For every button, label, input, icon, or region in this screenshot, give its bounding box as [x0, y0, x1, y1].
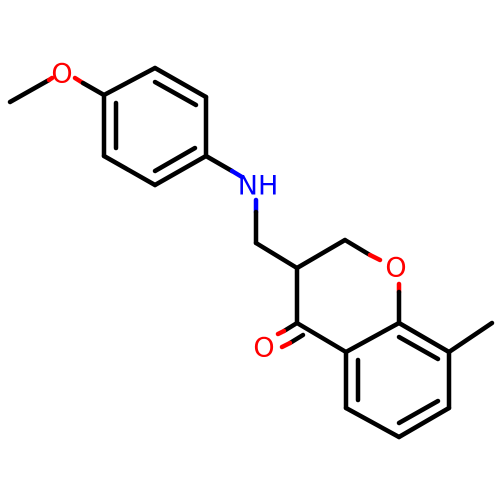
ring-a-bond-5: [101, 153, 158, 188]
ring-a-bond-1: [101, 65, 158, 98]
bond-c2-o1: [342, 237, 373, 258]
ring-a-bond-2: [152, 65, 209, 100]
bond-c4-o-1: [281, 320, 300, 334]
bond-methyl-o: [7, 77, 52, 105]
bond-c4-c4a: [294, 320, 349, 355]
ring-b-bond-4: [396, 405, 452, 440]
chromanone-ring: [275, 237, 402, 355]
bond-ch2-c3: [253, 240, 300, 271]
bond-c4-o-red-2: [279, 340, 293, 350]
ring-b-bond-2: [396, 320, 452, 355]
bond-c3-c2: [294, 237, 348, 271]
methoxy-oxygen-label: O: [51, 59, 72, 90]
amine-linker: [203, 153, 300, 271]
bond-ring-n-blue: [229, 168, 245, 180]
bond-c4-o-red-1: [275, 328, 287, 337]
bond-methyl-o-red: [46, 75, 55, 83]
bond-methyl-c8: [446, 320, 495, 355]
bond-ring-n: [203, 153, 235, 174]
amine-nh-label: NH: [238, 171, 279, 202]
carbonyl-oxygen-label: O: [253, 333, 274, 364]
ring-b-bond-5: [343, 405, 402, 440]
ring-a-double-1: [152, 79, 199, 108]
ring-a-bond-4: [152, 153, 209, 188]
ring-a-double-2: [152, 145, 198, 174]
fused-benzene-ring: [343, 320, 495, 440]
bond-c4-o-2: [287, 332, 306, 346]
methoxy-group: [7, 75, 107, 105]
bond-o-ring: [80, 80, 107, 98]
ring-b-bond-1: [343, 320, 402, 355]
bond-c2-o1-red: [367, 252, 383, 263]
methoxyphenyl-ring: [101, 65, 209, 188]
ring-b-double-2: [396, 398, 441, 426]
ring-b-double-1: [396, 334, 441, 362]
ring-oxygen-label: O: [385, 253, 406, 284]
